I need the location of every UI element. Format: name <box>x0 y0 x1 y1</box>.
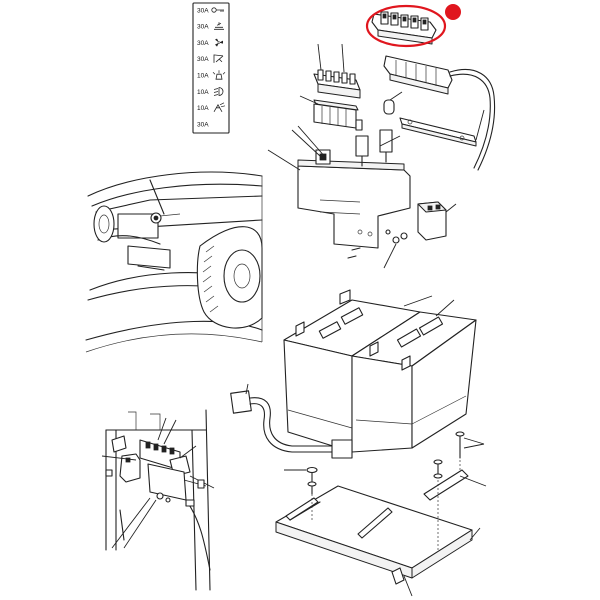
fuse-holder-strip <box>371 11 437 45</box>
battery-cable <box>230 383 353 459</box>
fuse-rating-label: 30A <box>197 56 209 63</box>
fuse-rating-label: 30A <box>197 24 209 31</box>
relay-bank <box>313 43 361 99</box>
fuse-rating-label: 10A <box>197 105 209 112</box>
hold-down-bolts <box>284 431 485 550</box>
fuse-legend-row: 30A <box>197 54 224 63</box>
fuse-legend-row: 30A <box>197 22 224 31</box>
fuse-rating-label: 10A <box>197 89 209 96</box>
horn-icon <box>214 22 224 30</box>
fuse-legend-card: 30A 30A 30A 30A 10A 10A 10A 30A <box>192 2 230 134</box>
headlight-icon <box>213 87 224 96</box>
fan-icon <box>215 38 223 47</box>
fuse-rating-label: 10A <box>197 73 209 80</box>
fuse-legend-row: 10A <box>197 70 226 80</box>
highlight-marker-dot <box>445 4 461 20</box>
breaker-bracket <box>267 125 411 249</box>
battery-right <box>351 295 477 453</box>
wiper-icon <box>213 54 224 63</box>
mounting-bar <box>399 109 485 147</box>
fuse-legend-row: 30A <box>197 121 209 128</box>
installed-view <box>101 409 215 591</box>
beacon-icon <box>212 70 226 80</box>
fuse-rating-label: 30A <box>197 121 209 128</box>
relay-unit <box>347 201 457 269</box>
fuse-block-with-cable <box>383 55 496 171</box>
highlight-ring <box>365 4 447 48</box>
fuse-legend-row: 30A <box>197 7 224 14</box>
work-light-icon <box>213 102 226 112</box>
key-icon <box>211 7 224 13</box>
fuse-box <box>299 91 403 131</box>
fuse-legend-row: 30A <box>197 38 223 47</box>
fuse-rating-label: 30A <box>197 7 209 14</box>
chassis-wheel-view <box>85 171 263 353</box>
battery-tray <box>275 469 487 597</box>
fuse-legend-rows: 30A 30A 30A 30A 10A 10A 10A 30A <box>197 7 226 128</box>
fuse-legend-row: 10A <box>197 102 226 112</box>
fuse-legend-border <box>192 2 230 134</box>
fuse-rating-label: 30A <box>197 40 209 47</box>
fuse-legend-row: 10A <box>197 87 224 96</box>
